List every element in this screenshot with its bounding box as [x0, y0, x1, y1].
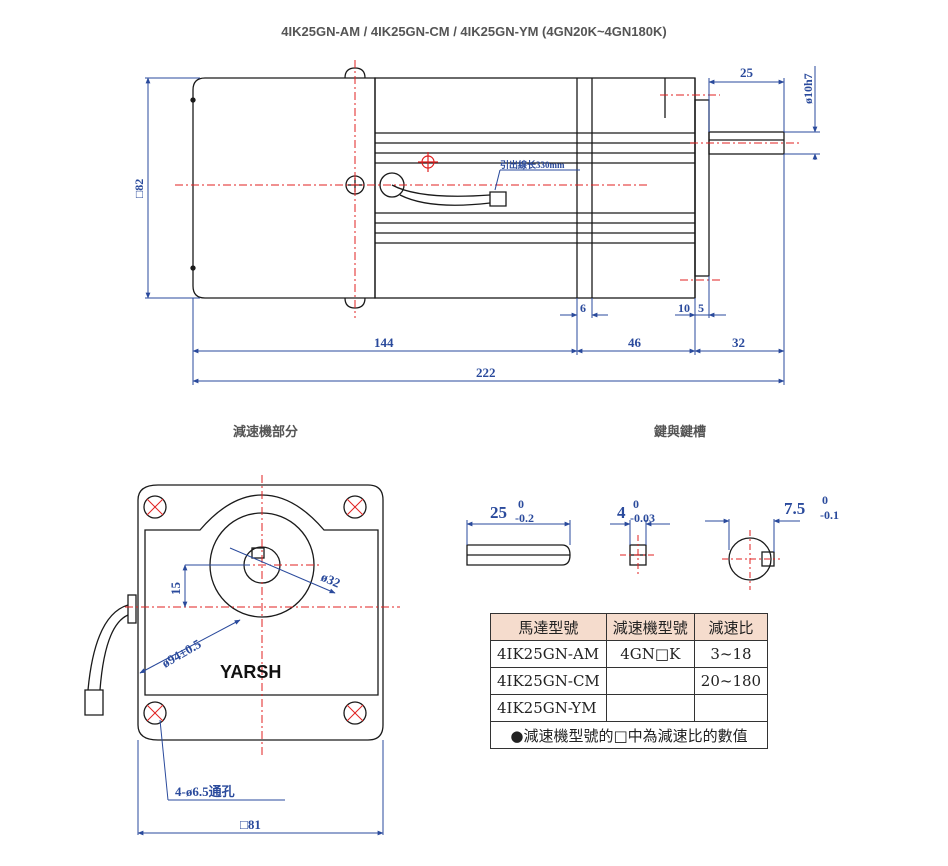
target-symbol: [418, 152, 438, 172]
key-width-dim: 4 0 -0.03: [617, 497, 655, 525]
svg-text:0: 0: [822, 493, 828, 507]
header-gear: 減速機型號: [605, 613, 695, 641]
svg-text:7.5: 7.5: [784, 499, 805, 518]
table-row: 4IK25GN-CM 20~180: [490, 667, 769, 695]
brand-label: YARSH: [220, 662, 281, 682]
dim-32: 32: [732, 335, 745, 350]
dim-dia-32: ø32: [319, 569, 343, 591]
table-row: 4IK25GN-AM 4GN□K 3~18: [490, 640, 769, 668]
key-length-dim: 25 0 -0.2: [490, 497, 534, 525]
spec-table: 馬達型號 減速機型號 減速比 4IK25GN-AM 4GN□K 3~18 4IK…: [489, 613, 769, 749]
cable-note: 引出線长330mm: [500, 159, 565, 170]
dim-5: 5: [698, 301, 704, 315]
svg-text:-0.1: -0.1: [820, 508, 839, 522]
header-motor: 馬達型號: [490, 613, 607, 641]
dim-shaft-diameter: ø10h7: [801, 73, 815, 104]
gearbox-body: [374, 77, 696, 299]
cell-gear: 4GN□K: [605, 640, 695, 668]
cell-gear: [605, 694, 695, 722]
gearbox-front-view: [84, 484, 384, 741]
table-note-row: ●減速機型號的□中為減速比的數值: [489, 721, 769, 749]
cell-motor: 4IK25GN-AM: [490, 640, 607, 668]
dim-6: 6: [580, 301, 586, 315]
gearbox-section-label: 減速機部分: [233, 424, 299, 439]
dim-square-82: □82: [132, 179, 146, 198]
table-note: ●減速機型號的□中為減速比的數值: [489, 721, 769, 749]
svg-text:0: 0: [518, 497, 524, 511]
cell-ratio: 20~180: [693, 667, 769, 695]
dim-222: 222: [476, 365, 496, 380]
dim-15: 15: [168, 582, 183, 596]
key-depth-dim: 7.5 0 -0.1: [784, 493, 839, 522]
dim-144: 144: [374, 335, 394, 350]
header-ratio: 減速比: [693, 613, 769, 641]
side-view: [190, 67, 785, 309]
dim-pcd: ø94±0.5: [159, 636, 204, 671]
svg-text:-0.2: -0.2: [515, 511, 534, 525]
dim-46: 46: [628, 335, 642, 350]
cell-ratio: 3~18: [693, 640, 769, 668]
table-header-row: 馬達型號 減速機型號 減速比: [490, 613, 769, 641]
svg-text:25: 25: [490, 503, 507, 522]
dim-25-shaft: 25: [740, 65, 754, 80]
key-section-label: 鍵與鍵槽: [654, 424, 707, 439]
svg-text:-0.03: -0.03: [630, 511, 655, 525]
table-row: 4IK25GN-YM: [490, 694, 769, 722]
svg-text:4: 4: [617, 503, 626, 522]
cell-motor: 4IK25GN-YM: [490, 694, 607, 722]
dim-square-81: □81: [240, 817, 261, 832]
cell-gear: [605, 667, 695, 695]
dim-holes: 4-ø6.5通孔: [175, 784, 235, 799]
page-title: 4IK25GN-AM / 4IK25GN-CM / 4IK25GN-YM (4G…: [281, 24, 667, 39]
motor-body: [192, 77, 376, 299]
cell-ratio: [693, 694, 769, 722]
svg-text:0: 0: [633, 497, 639, 511]
cell-motor: 4IK25GN-CM: [490, 667, 607, 695]
dim-10: 10: [678, 301, 690, 315]
